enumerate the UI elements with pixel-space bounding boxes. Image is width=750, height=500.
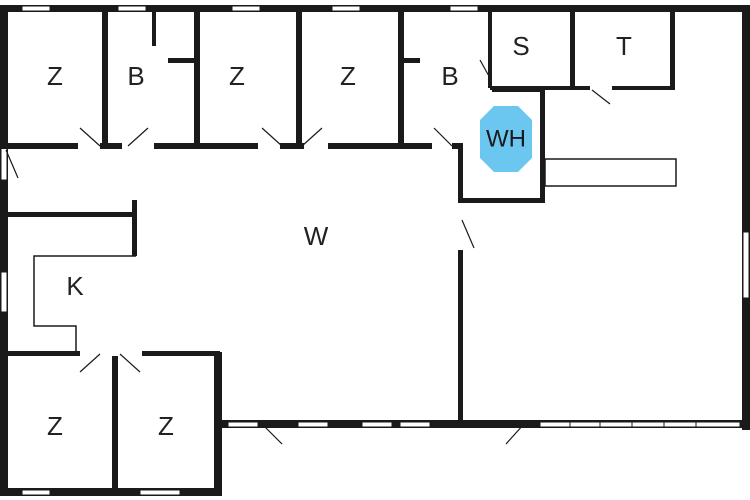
wall-bedrooms-bottom-top-2 (142, 351, 220, 356)
window-bottom-left-2 (139, 489, 181, 496)
room-label-bedroom-top-3: Z (340, 61, 356, 91)
wall-v-7 (670, 10, 675, 88)
wall-bath1-stub-v (152, 10, 156, 46)
wall-right (742, 5, 750, 430)
wall-kitchen-right (132, 200, 137, 256)
wall-h-top-3 (154, 143, 258, 149)
window-bottom-5 (539, 421, 741, 428)
wall-bottom-left (0, 488, 222, 496)
door-b1 (127, 127, 149, 147)
wall-h-top-6 (452, 143, 462, 149)
wall-h-top-2 (100, 143, 122, 149)
window-bottom-left-1 (21, 489, 51, 496)
wall-left-upper (0, 5, 8, 357)
room-label-kitchen: K (66, 271, 84, 301)
wall-bedrooms-bottom-mid (112, 356, 118, 492)
wall-top (0, 5, 750, 12)
outer-walls (0, 5, 750, 496)
door-z3 (301, 127, 323, 147)
wall-v-4 (398, 10, 404, 148)
window-bottom-5-mullions (569, 421, 697, 428)
wall-w-right (458, 250, 463, 422)
wall-v-6 (570, 10, 575, 88)
wall-v-1 (102, 10, 108, 148)
room-label-water-heater: WH (486, 125, 526, 152)
door-bedroom-b2 (119, 353, 141, 373)
room-label-bath-top-1: B (127, 61, 144, 91)
window-top-3 (231, 5, 261, 12)
wall-h-top-1 (0, 143, 78, 149)
window-top-2 (117, 5, 147, 12)
room-label-bedroom-top-1: Z (47, 61, 63, 91)
window-bottom-1 (227, 421, 259, 428)
wall-v-3 (296, 10, 302, 148)
window-bottom-2 (297, 421, 329, 428)
door-left-entry (5, 149, 19, 179)
window-bottom-3 (361, 421, 393, 428)
window-left-2 (0, 271, 8, 313)
window-right-1 (742, 231, 750, 299)
wall-wh-right (540, 88, 545, 201)
kitchen-counter (33, 255, 136, 354)
wall-kitchen-top (8, 212, 136, 217)
door-w (461, 219, 475, 249)
door-s (479, 59, 491, 79)
window-top-5 (449, 5, 479, 12)
wall-bath2-stub-h (400, 58, 420, 63)
bench (544, 158, 677, 187)
wall-bottom-right (216, 420, 750, 428)
window-bottom-4 (399, 421, 431, 428)
wall-h-top-4 (280, 143, 304, 149)
room-label-bedroom-top-2: Z (229, 61, 245, 91)
windows (0, 5, 750, 496)
door-z2 (261, 127, 283, 147)
door-z1 (79, 127, 101, 147)
room-label-bedroom-bottom-1: Z (47, 411, 63, 441)
door-bottom-2 (505, 423, 525, 445)
wall-left-lower (0, 352, 8, 496)
wall-wh-left (458, 143, 463, 201)
room-label-storage: S (512, 31, 529, 61)
wall-h-top-5 (328, 143, 432, 149)
window-left-1 (0, 147, 8, 181)
room-label-living: W (304, 221, 329, 251)
door-b2 (433, 127, 453, 147)
room-label-bedroom-bottom-2: Z (158, 411, 174, 441)
wall-bedrooms-bottom-top-1 (0, 351, 80, 356)
wall-bath1-stub-h (168, 58, 198, 63)
octagon-icon (480, 106, 532, 172)
wall-wh-bottom (458, 198, 545, 203)
door-bedroom-b1 (79, 353, 101, 373)
wall-st-bottom-right (612, 86, 675, 90)
wall-v-5 (488, 10, 492, 88)
wall-wh-top (492, 88, 545, 92)
interior-walls (0, 10, 675, 492)
wall-bedroom-bottom-right (214, 352, 222, 496)
door-bottom-1 (261, 423, 283, 445)
window-top-1 (21, 5, 51, 12)
room-label-toilet: T (616, 31, 632, 61)
doors (5, 59, 611, 445)
door-t (591, 89, 611, 105)
wall-v-2 (194, 10, 200, 148)
room-label-bath-top-2: B (441, 61, 458, 91)
window-top-4 (331, 5, 361, 12)
